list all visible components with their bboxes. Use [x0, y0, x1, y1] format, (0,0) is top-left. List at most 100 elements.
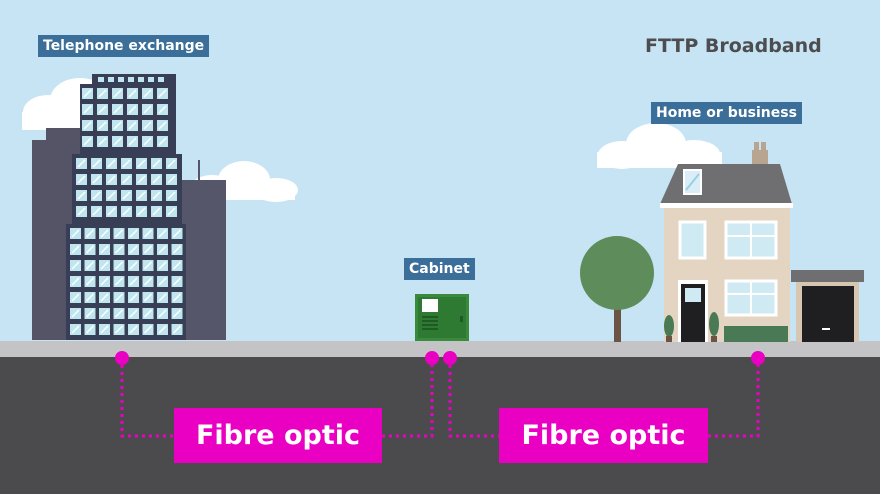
tower-window-glint: [71, 293, 80, 302]
tower-window-glint: [83, 89, 92, 98]
tower-window-glint: [100, 277, 109, 286]
tower-window-glint: [83, 121, 92, 130]
tower-window-glint: [129, 245, 138, 254]
tower-window-glint: [158, 325, 167, 334]
tower-window-glint: [143, 277, 153, 286]
tower-window-glint: [143, 105, 152, 114]
tower-window-glint: [143, 229, 153, 238]
tower-window-glint: [77, 175, 86, 184]
tower-window-glint: [129, 229, 138, 238]
tower-window-glint: [98, 121, 107, 130]
label-cabinet: Cabinet: [404, 258, 475, 280]
tower-window-glint: [85, 229, 95, 238]
telephone-exchange-building: [66, 74, 186, 340]
tower-window-glint: [98, 105, 107, 114]
tower-window: [108, 77, 114, 82]
tower-window-glint: [167, 207, 176, 216]
tower-window: [128, 77, 134, 82]
tower-window: [158, 77, 164, 82]
tower-window-glint: [158, 245, 167, 254]
tower-window-glint: [122, 175, 131, 184]
tower-window-glint: [128, 105, 137, 114]
tower-window-glint: [92, 191, 101, 200]
tower-window-glint: [122, 159, 131, 168]
underground: [0, 357, 880, 494]
tower-window-glint: [129, 277, 138, 286]
tower-window-glint: [71, 229, 80, 238]
tower-window-glint: [107, 207, 116, 216]
tower-window-glint: [152, 191, 161, 200]
tower-window-glint: [172, 309, 182, 318]
fibre-optic-label-cabinet-home: Fibre optic: [499, 408, 708, 463]
tower-window-glint: [85, 261, 95, 270]
fibre-cable-paths: [120, 358, 760, 438]
tower-window-glint: [107, 175, 116, 184]
tower-window-glint: [77, 159, 86, 168]
fibre-path-cabinet-right: [448, 358, 500, 438]
tower-window-glint: [114, 293, 124, 302]
tower-window-glint: [107, 191, 116, 200]
tower-window-glint: [113, 121, 122, 130]
tower-window-glint: [92, 159, 101, 168]
label-home-or-business: Home or business: [651, 102, 802, 124]
tower-window-glint: [143, 121, 152, 130]
tower-window-glint: [158, 293, 167, 302]
tower-window-glint: [122, 207, 131, 216]
tower-window-glint: [158, 105, 167, 114]
tower-window-glint: [100, 245, 109, 254]
tower-window-glint: [83, 105, 92, 114]
tower-window-glint: [158, 229, 167, 238]
tower-window: [98, 77, 104, 82]
tower-window-glint: [167, 175, 176, 184]
tower-window-glint: [167, 159, 176, 168]
tower-window-glint: [85, 293, 95, 302]
tower-window-glint: [114, 325, 124, 334]
tree: [580, 236, 654, 342]
tower-window-glint: [100, 309, 109, 318]
tower-window-glint: [92, 175, 101, 184]
tower-window-glint: [129, 261, 138, 270]
tower-window-glint: [143, 89, 152, 98]
tower-window-glint: [85, 277, 95, 286]
tower-window-glint: [77, 191, 86, 200]
tower-window-glint: [158, 121, 167, 130]
tower-window-glint: [172, 229, 182, 238]
tower-window-glint: [129, 309, 138, 318]
fibre-optic-label-exchange-cabinet: Fibre optic: [174, 408, 382, 463]
tower-window-glint: [128, 121, 137, 130]
tower-window-glint: [172, 261, 182, 270]
tower-window-glint: [158, 137, 167, 146]
tower-window-glint: [152, 159, 161, 168]
tower-window-glint: [114, 261, 124, 270]
tower-window-glint: [158, 277, 167, 286]
tower-window-glint: [143, 245, 153, 254]
tower-window-glint: [152, 207, 161, 216]
tower-window-glint: [114, 245, 124, 254]
tower-window-glint: [113, 89, 122, 98]
tower-window-glint: [137, 207, 146, 216]
tower-window-glint: [143, 325, 153, 334]
tower-window-glint: [137, 191, 146, 200]
tower-window-glint: [85, 309, 95, 318]
connection-home: [751, 351, 765, 365]
tower-window-glint: [77, 207, 86, 216]
tower-window-glint: [129, 325, 138, 334]
tower-window-glint: [71, 245, 80, 254]
tower-window: [138, 77, 144, 82]
connection-cabinet-out: [443, 351, 457, 365]
diagram-title: FTTP Broadband: [645, 35, 822, 57]
fibre-path-exchange-cabinet: [120, 358, 176, 438]
tower-window-glint: [100, 325, 109, 334]
tower-window: [148, 77, 154, 82]
connection-exchange: [115, 351, 129, 365]
tower-window-glint: [143, 309, 153, 318]
tower-window-glint: [122, 191, 131, 200]
tower-window-glint: [85, 245, 95, 254]
tower-window-glint: [128, 137, 137, 146]
tower-window-glint: [113, 105, 122, 114]
tower-window-glint: [107, 159, 116, 168]
tower-window-glint: [158, 261, 167, 270]
tower-window-glint: [71, 325, 80, 334]
